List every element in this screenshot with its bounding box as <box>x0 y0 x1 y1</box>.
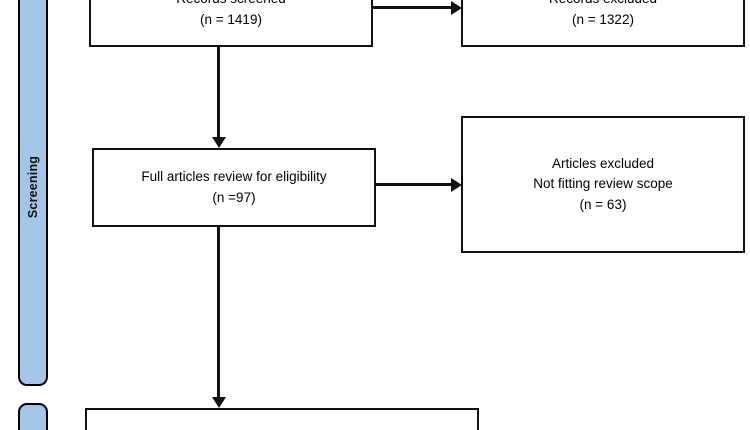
box-records-screened: Records screened (n = 1419) <box>89 0 373 47</box>
arrow-screened-to-review-stem <box>217 47 220 139</box>
stage-tab-screening-label: Screening <box>26 155 40 219</box>
stage-tab-included <box>18 403 48 430</box>
box-articles-excluded-text: Articles excluded Not fitting review sco… <box>533 156 673 212</box>
box-records-excluded: Records excluded (n = 1322) <box>461 0 745 47</box>
box-records-excluded-text: Records excluded (n = 1322) <box>549 0 657 27</box>
arrow-review-to-included-head <box>211 397 226 408</box>
arrow-review-to-excluded-stem <box>376 183 453 186</box>
box-full-articles-review: Full articles review for eligibility (n … <box>92 148 376 227</box>
box-studies-included <box>85 408 479 430</box>
box-articles-excluded: Articles excluded Not fitting review sco… <box>461 116 745 253</box>
arrow-screened-to-review-head <box>211 137 226 148</box>
stage-tab-screening: Screening <box>18 0 48 386</box>
arrow-review-to-included-stem <box>217 227 220 399</box>
box-full-articles-review-text: Full articles review for eligibility (n … <box>141 169 327 205</box>
arrow-screened-to-excluded-head <box>451 0 462 15</box>
box-records-screened-text: Records screened (n = 1419) <box>176 0 286 27</box>
arrow-review-to-excluded-head <box>451 177 462 192</box>
arrow-screened-to-excluded-stem <box>373 6 453 9</box>
